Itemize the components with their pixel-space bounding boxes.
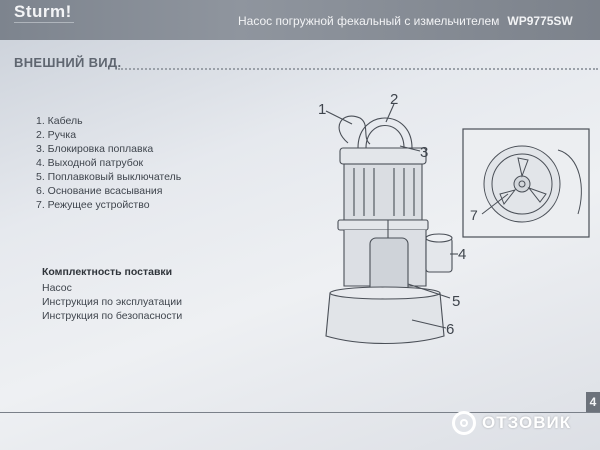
callout-6: 6 (446, 321, 454, 338)
list-item: Насос (42, 282, 72, 294)
callout-4: 4 (458, 246, 466, 263)
callout-1: 1 (318, 101, 326, 118)
list-item: 2. Ручка (36, 129, 77, 141)
cutter-detail: 7 (462, 128, 590, 238)
watermark-logo-icon (452, 411, 476, 435)
list-item: 6. Основание всасывания (36, 185, 163, 197)
brand-underline (14, 22, 74, 26)
callout-7: 7 (470, 207, 478, 223)
document-title-text: Насос погружной фекальный с измельчителе… (238, 14, 500, 28)
watermark: ОТЗОВИК (452, 408, 571, 438)
list-item: 4. Выходной патрубок (36, 157, 144, 169)
kit-title: Комплектность поставки (42, 266, 173, 278)
callout-5: 5 (452, 293, 460, 310)
list-item: 7. Режущее устройство (36, 199, 150, 211)
list-item: Инструкция по эксплуатации (42, 296, 183, 308)
list-item: 1. Кабель (36, 115, 83, 127)
motor-housing (343, 163, 423, 221)
cable-shape (338, 115, 371, 145)
list-item: 3. Блокировка поплавка (36, 143, 154, 155)
section-divider (118, 68, 598, 70)
kit-list: Насос Инструкция по эксплуатации Инструк… (42, 281, 182, 323)
blade-shape (517, 157, 529, 178)
callout-2: 2 (390, 91, 398, 108)
footer-divider (0, 412, 600, 413)
list-item: 5. Поплавковый выключатель (36, 171, 182, 183)
outlet-pipe (425, 237, 453, 273)
pump-diagram: 1 2 3 4 5 6 (318, 91, 466, 344)
section-title: ВНЕШНИЙ ВИД. (14, 55, 122, 70)
list-item: Инструкция по безопасности (42, 310, 183, 322)
brand-logo: Sturm! (14, 2, 72, 21)
suction-base (325, 292, 445, 344)
header-bar: Sturm! Насос погружной фекальный с измел… (0, 0, 600, 40)
model-number: WP9775SW (507, 14, 573, 28)
document-title: Насос погружной фекальный с измельчителе… (238, 14, 573, 28)
callout-3: 3 (420, 144, 428, 161)
watermark-text: ОТЗОВИК (482, 413, 572, 432)
page-number: 4 (586, 392, 600, 412)
parts-list: 1. Кабель 2. Ручка 3. Блокировка поплавк… (36, 114, 181, 212)
handle-shape (357, 117, 413, 149)
